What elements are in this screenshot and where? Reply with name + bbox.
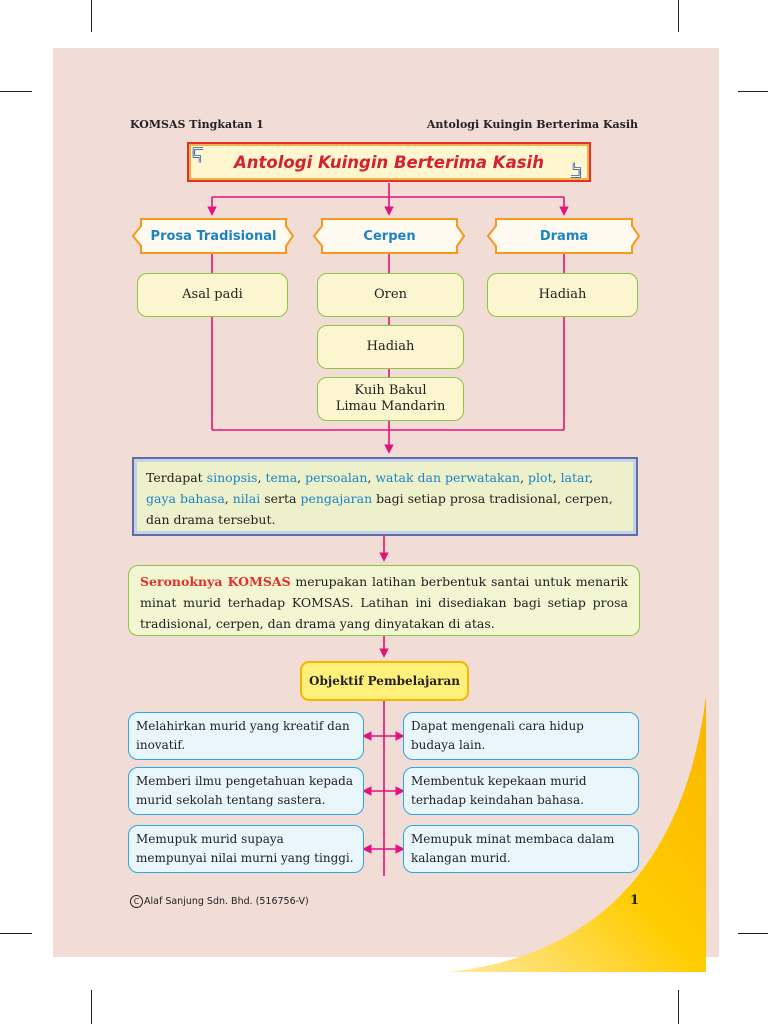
copyright-icon: C [130, 895, 143, 908]
work-asal-padi: Asal padi [137, 273, 288, 317]
diagram-title: Antologi Kuingin Berterima Kasih [187, 142, 591, 182]
category-frame [312, 218, 466, 254]
page-number: 1 [630, 893, 640, 908]
term: watak dan perwatakan [375, 470, 521, 485]
work-kuih-bakul: Kuih Bakul Limau Mandarin [317, 377, 464, 421]
crop-mark [738, 933, 768, 934]
term: sinopsis [206, 470, 258, 485]
objective-item: Memupuk minat membaca dalam kalangan mur… [403, 825, 639, 873]
crop-mark [0, 91, 32, 92]
term: nilai [232, 491, 261, 506]
seronoknya-highlight: Seronoknya KOMSAS [140, 574, 291, 589]
running-header-right: Antologi Kuingin Berterima Kasih [426, 118, 638, 131]
crop-mark [678, 990, 679, 1024]
work-hadiah-drama: Hadiah [487, 273, 638, 317]
publisher-text: Alaf Sanjung Sdn. Bhd. (516756-V) [144, 896, 309, 907]
work-hadiah-cerpen: Hadiah [317, 325, 464, 369]
corner-ornament-icon: ╚╗═╝ [571, 164, 584, 183]
term: tema [265, 470, 298, 485]
yellow-swoosh [448, 696, 706, 972]
elements-description: Terdapat sinopsis, tema, persoalan, wata… [132, 457, 638, 536]
objective-item: Memupuk murid supaya mempunyai nilai mur… [128, 825, 364, 873]
crop-mark [91, 990, 92, 1024]
category-frame [131, 218, 295, 254]
objective-item: Melahirkan murid yang kreatif dan inovat… [128, 712, 364, 760]
work-oren: Oren [317, 273, 464, 317]
crop-mark [678, 0, 679, 32]
objective-item: Membentuk kepekaan murid terhadap keinda… [403, 767, 639, 815]
term: latar [560, 470, 590, 485]
category-cerpen: Cerpen [363, 228, 416, 244]
objectives-title: Objektif Pembelajaran [300, 661, 469, 701]
term: plot [528, 470, 553, 485]
term: gaya bahasa [146, 491, 225, 506]
objective-item: Memberi ilmu pengetahuan kepada murid se… [128, 767, 364, 815]
category-drama: Drama [539, 228, 589, 244]
crop-mark [91, 0, 92, 32]
category-frame [486, 218, 641, 254]
term: persoalan [305, 470, 368, 485]
objective-item: Dapat mengenali cara hidup budaya lain. [403, 712, 639, 760]
diagram-title-text: Antologi Kuingin Berterima Kasih [234, 152, 544, 172]
seronoknya-description: Seronoknya KOMSAS merupakan latihan berb… [128, 565, 640, 636]
category-prosa-tradisional: Prosa Tradisional [150, 228, 277, 244]
corner-ornament-icon: ╔═╚╗ [191, 144, 204, 163]
crop-mark [738, 91, 768, 92]
crop-mark [0, 933, 32, 934]
running-header-left: KOMSAS Tingkatan 1 [130, 118, 264, 131]
term: pengajaran [300, 491, 373, 506]
